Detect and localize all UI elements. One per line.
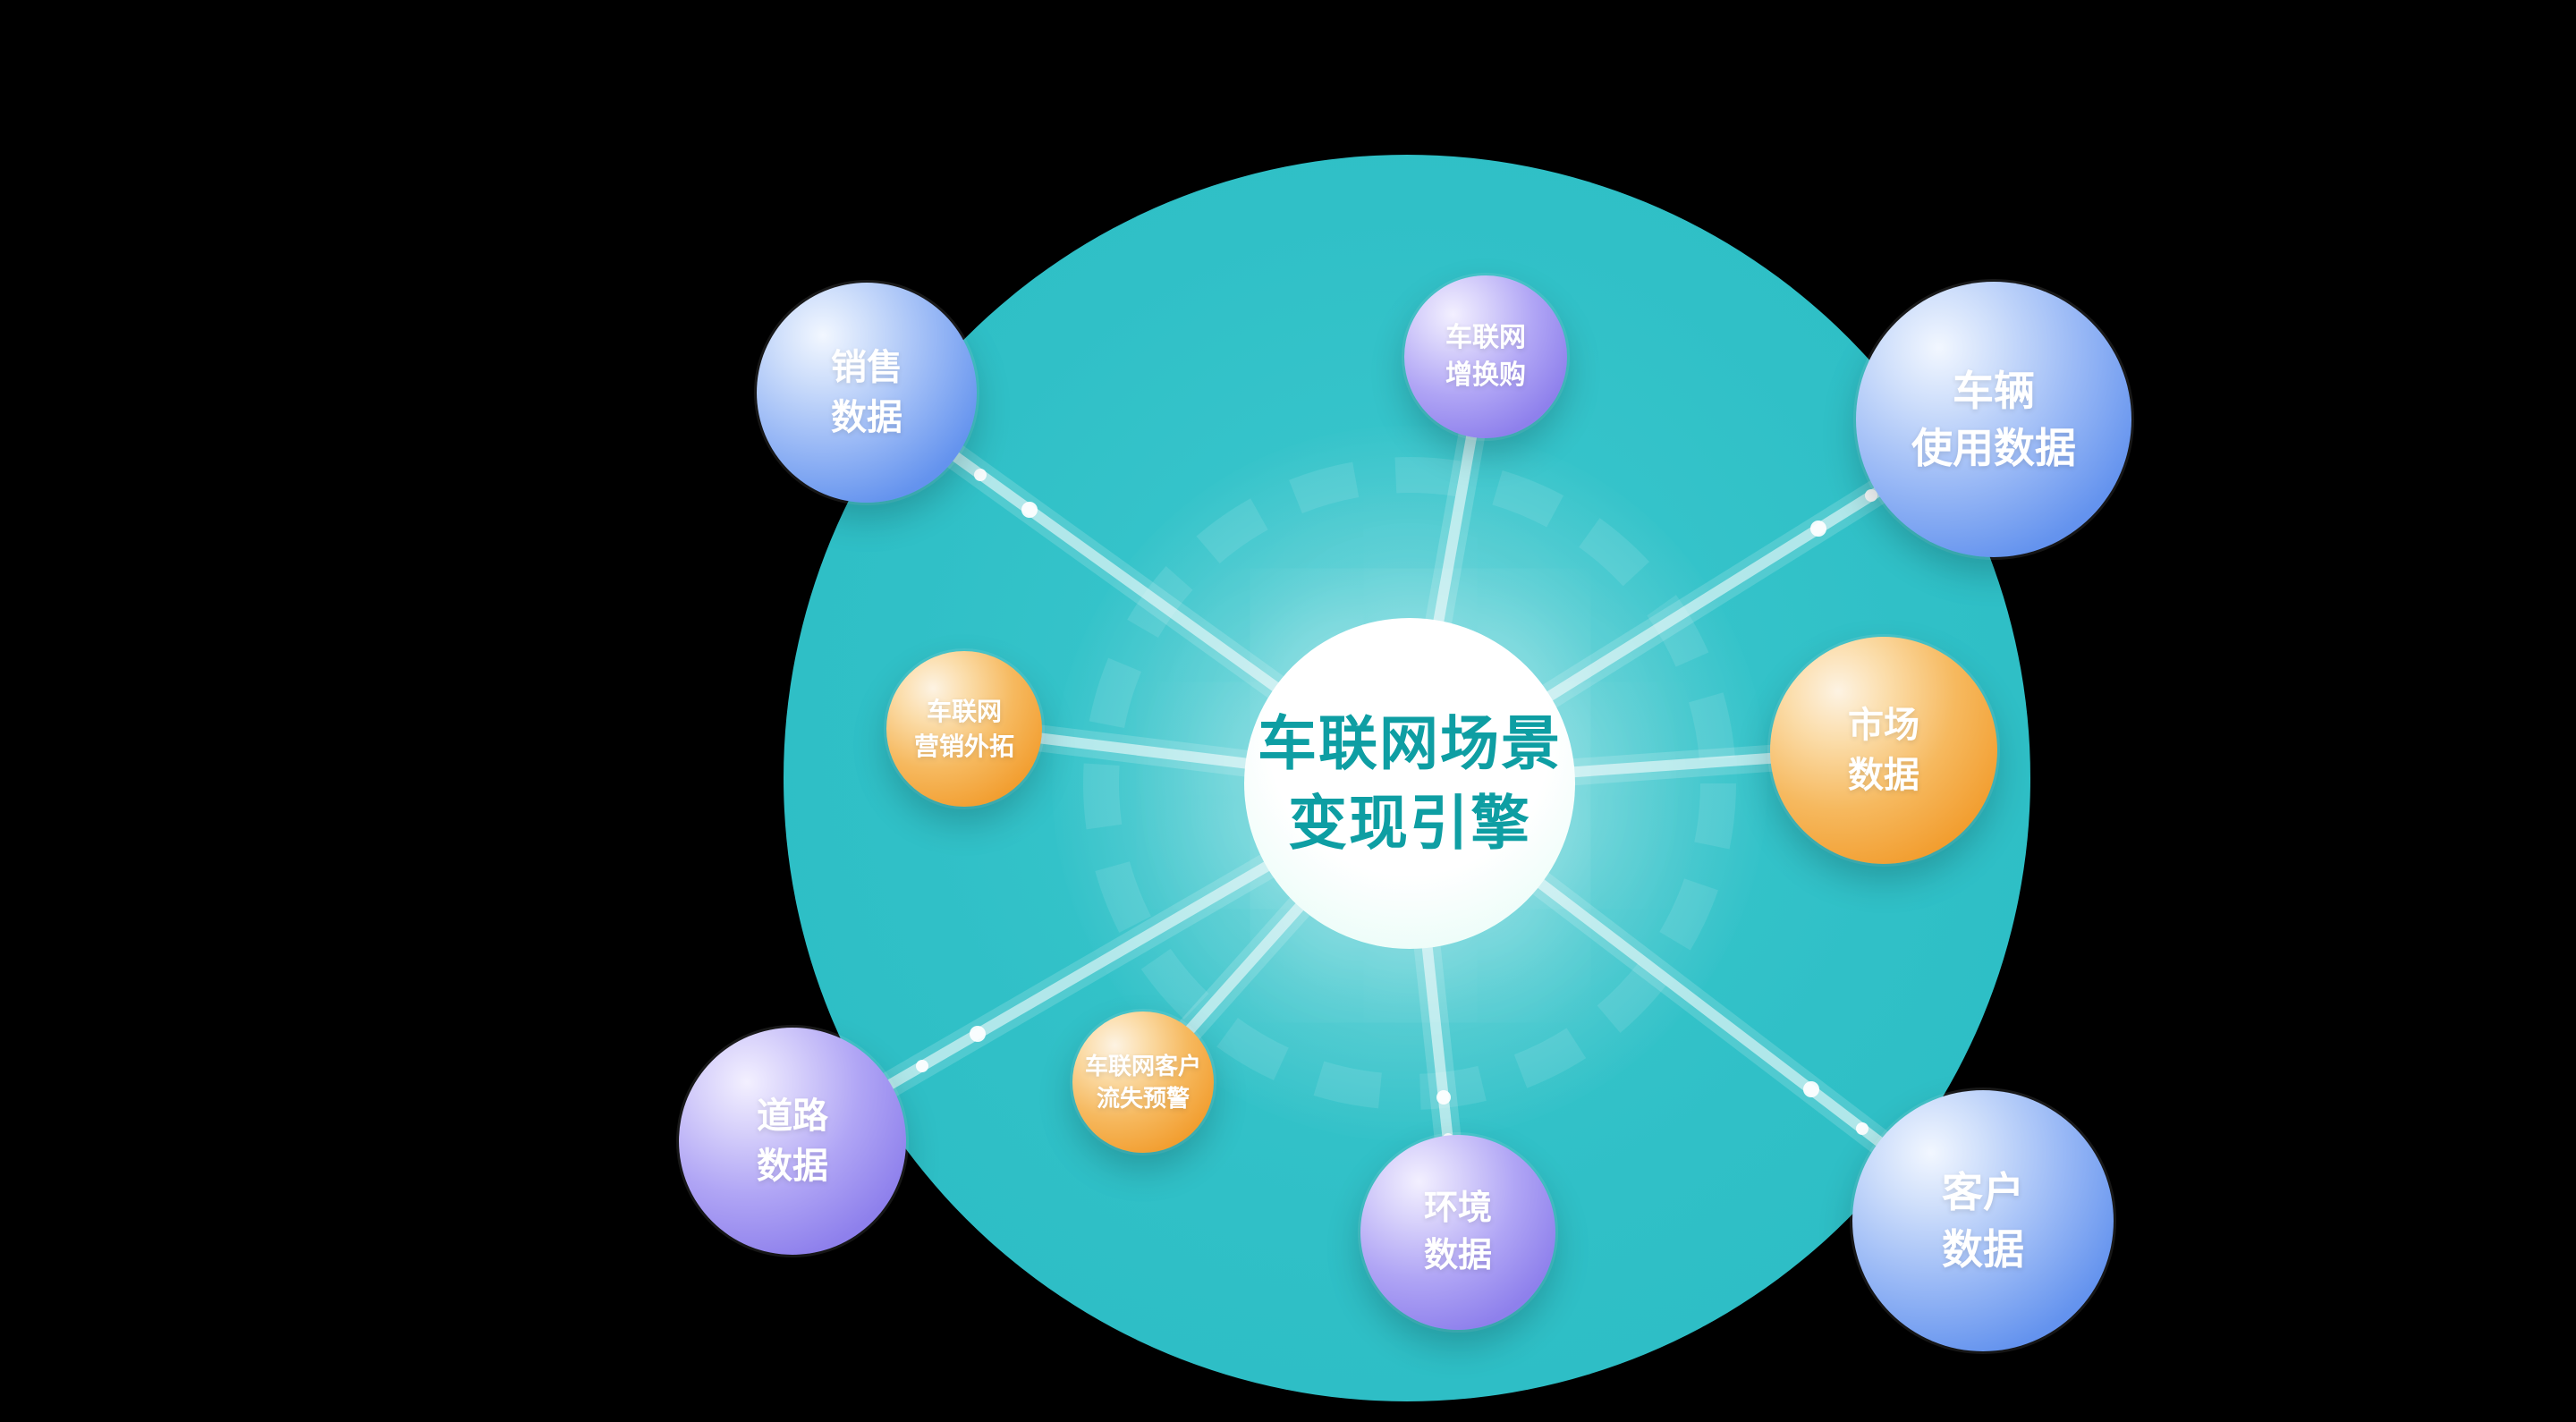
node-iov-upgrade-label: 车联网 增换购 <box>1445 323 1526 390</box>
center-hub: 车联网场景 变现引擎 <box>1244 618 1575 949</box>
node-customer-data-label: 客户 数据 <box>1942 1168 2024 1273</box>
node-sales-data-label: 销售 数据 <box>831 348 902 437</box>
node-iov-upgrade: 车联网 增换购 <box>1404 275 1567 438</box>
dashed-ring <box>1083 457 1736 1110</box>
node-road-data-label: 道路 数据 <box>757 1096 828 1186</box>
node-iov-marketing: 车联网 营销外拓 <box>886 651 1042 807</box>
node-churn-warning-label: 车联网客户 流失预警 <box>1084 1052 1201 1112</box>
node-churn-warning: 车联网客户 流失预警 <box>1072 1011 1214 1153</box>
node-road-data: 道路 数据 <box>679 1028 906 1255</box>
center-hub-label: 车联网场景 变现引擎 <box>1258 709 1562 856</box>
node-environment-data: 环境 数据 <box>1360 1135 1555 1330</box>
node-sales-data: 销售 数据 <box>757 283 977 503</box>
node-customer-data: 客户 数据 <box>1852 1090 2114 1351</box>
node-market-data: 市场 数据 <box>1770 637 1997 864</box>
node-environment-data-label: 环境 数据 <box>1423 1189 1492 1274</box>
node-market-data-label: 市场 数据 <box>1848 706 1919 795</box>
node-vehicle-usage: 车辆 使用数据 <box>1856 282 2131 557</box>
node-iov-marketing-label: 车联网 营销外拓 <box>913 697 1014 760</box>
node-vehicle-usage-label: 车辆 使用数据 <box>1911 367 2076 471</box>
